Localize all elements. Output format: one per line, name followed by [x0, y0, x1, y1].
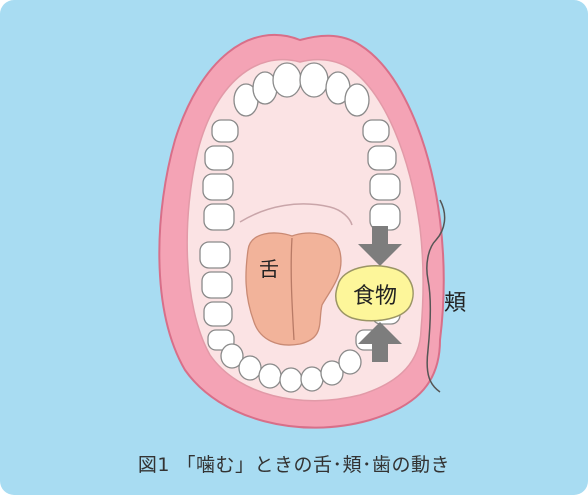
figure-caption: 図1 「噛む」ときの舌･頬･歯の動き: [0, 450, 588, 477]
tongue-label: 舌: [259, 257, 279, 281]
cheek-label: 頬: [444, 291, 466, 316]
food-label: 食物: [353, 284, 397, 309]
